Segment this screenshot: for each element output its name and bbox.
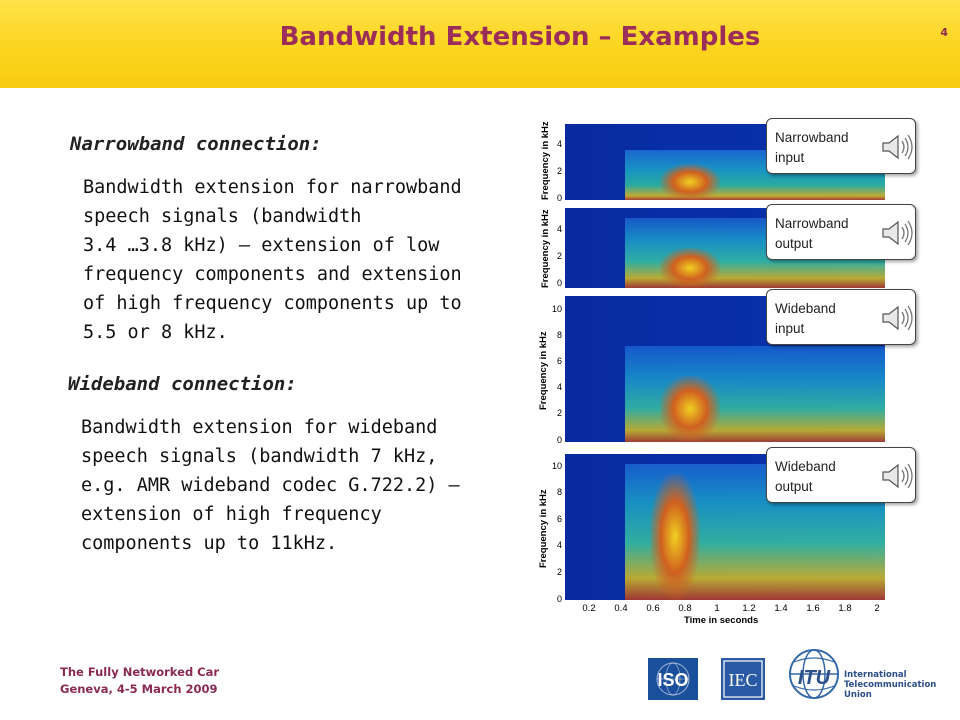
x-tick: 2 (874, 603, 880, 614)
y-axis-label: Frequency in kHz (538, 331, 549, 410)
narrowband-description: Bandwidth extension for narrowband speec… (83, 173, 462, 347)
footer-event-info: The Fully Networked Car Geneva, 4-5 Marc… (60, 664, 219, 698)
y-tick: 2 (556, 567, 562, 577)
y-axis-label: Frequency in kHz (538, 489, 549, 568)
x-tick: 1.2 (742, 603, 756, 614)
callout-label-line: output (775, 236, 813, 251)
text-line: frequency components and extension (83, 264, 462, 285)
callout-wideband-input[interactable]: Wideband input (766, 289, 916, 345)
callout-narrowband-input[interactable]: Narrowband input (766, 118, 916, 174)
svg-text:ISO: ISO (657, 670, 688, 690)
x-tick: 1.4 (774, 603, 788, 614)
svg-text:IEC: IEC (729, 670, 758, 690)
callout-label-line: Wideband (775, 459, 836, 474)
footer-event-date: Geneva, 4-5 March 2009 (60, 682, 218, 696)
callout-label-line: Narrowband (775, 216, 849, 231)
itu-name: International Telecommunication Union (844, 670, 936, 700)
narrowband-heading: Narrowband connection: (70, 133, 322, 155)
iso-logo: ISO (648, 658, 698, 700)
x-tick: 1 (714, 603, 720, 614)
y-tick: 0 (556, 278, 562, 288)
text-line: Bandwidth extension for narrowband (83, 177, 462, 198)
y-axis-label: Frequency in kHz (540, 209, 551, 288)
text-line: 3.4 …3.8 kHz) – extension of low (83, 235, 440, 256)
y-tick: 10 (551, 304, 562, 314)
y-tick: 8 (556, 487, 562, 497)
speaker-icon[interactable] (879, 215, 915, 251)
callout-label-line: input (775, 150, 805, 165)
x-tick: 1.8 (838, 603, 852, 614)
page-number: 4 (940, 26, 948, 39)
text-line: speech signals (bandwidth (83, 206, 362, 227)
itu-logo: ITU (789, 649, 839, 699)
y-tick: 0 (556, 193, 562, 203)
callout-label-line: input (775, 321, 805, 336)
x-axis-label: Time in seconds (684, 615, 759, 626)
x-tick: 0.4 (614, 603, 628, 614)
text-line: of high frequency components up to (83, 293, 462, 314)
svg-text:ITU: ITU (798, 667, 831, 689)
text-line: Bandwidth extension for wideband (81, 417, 438, 438)
y-tick: 2 (556, 251, 562, 261)
slide-title: Bandwidth Extension – Examples (279, 22, 761, 52)
speaker-icon[interactable] (879, 129, 915, 165)
y-tick: 0 (556, 594, 562, 604)
callout-label-line: Wideband (775, 301, 836, 316)
text-line: e.g. AMR wideband codec G.722.2) – (81, 475, 460, 496)
callout-narrowband-output[interactable]: Narrowband output (766, 204, 916, 260)
x-tick: 0.2 (582, 603, 596, 614)
y-tick: 6 (556, 356, 562, 366)
x-tick: 0.8 (678, 603, 692, 614)
y-axis-label: Frequency in kHz (540, 121, 551, 200)
iec-logo: IEC (721, 658, 765, 700)
header-bar: Bandwidth Extension – Examples 4 (0, 0, 960, 88)
speaker-icon[interactable] (879, 458, 915, 494)
itu-name-line: Union (844, 690, 872, 700)
footer-event-name: The Fully Networked Car (60, 665, 220, 679)
y-tick: 10 (551, 461, 562, 471)
wideband-heading: Wideband connection: (68, 373, 297, 395)
wideband-description: Bandwidth extension for wideband speech … (81, 413, 460, 558)
y-tick: 4 (556, 224, 562, 234)
y-tick: 6 (556, 514, 562, 524)
x-tick: 1.6 (806, 603, 820, 614)
speaker-icon[interactable] (879, 300, 915, 336)
text-line: speech signals (bandwidth 7 kHz, (81, 446, 438, 467)
y-tick: 4 (556, 382, 562, 392)
y-tick: 0 (556, 435, 562, 445)
callout-label-line: Narrowband (775, 130, 849, 145)
callout-wideband-output[interactable]: Wideband output (766, 447, 916, 503)
text-line: 5.5 or 8 kHz. (83, 322, 228, 343)
itu-name-line: Telecommunication (844, 680, 937, 690)
itu-name-line: International (844, 670, 907, 680)
y-tick: 4 (556, 540, 562, 550)
callout-label-line: output (775, 479, 813, 494)
y-tick: 2 (556, 166, 562, 176)
text-line: extension of high frequency (81, 504, 382, 525)
y-tick: 8 (556, 330, 562, 340)
y-tick: 2 (556, 408, 562, 418)
x-tick: 0.6 (646, 603, 660, 614)
text-line: components up to 11kHz. (81, 533, 338, 554)
y-tick: 4 (556, 139, 562, 149)
